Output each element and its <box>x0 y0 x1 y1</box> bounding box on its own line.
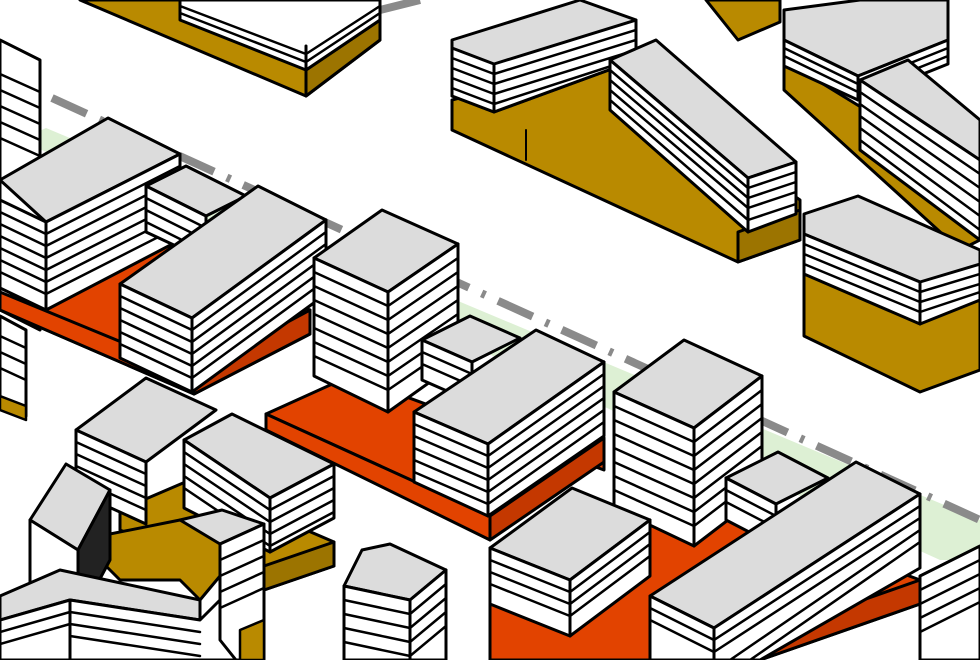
block-south-hex <box>344 544 446 660</box>
